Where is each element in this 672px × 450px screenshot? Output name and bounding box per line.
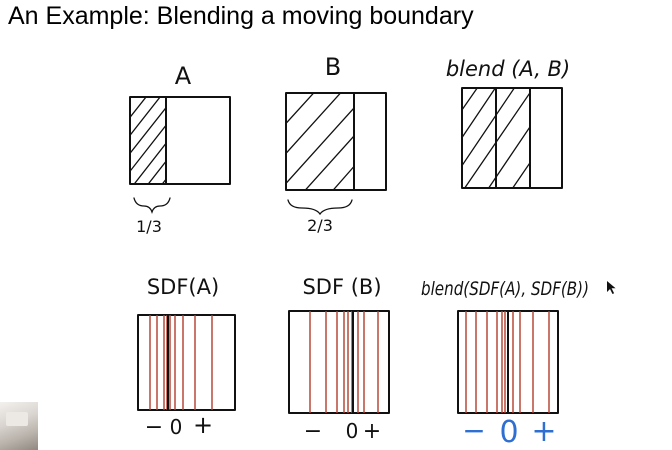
sdf-a-isolines <box>149 315 213 410</box>
sdf-blend-label: blend(SDF(A), SDF(B)) <box>421 278 589 300</box>
mouse-pointer-icon <box>607 281 616 294</box>
panel-a-label: A <box>175 62 192 90</box>
sdf-a-zero-sign: 0 <box>170 415 183 439</box>
panel-a-fraction: 1/3 <box>136 217 162 236</box>
sdf-a-minus-sign: − <box>145 415 163 440</box>
sdf-b-panel: − 0 + <box>288 310 390 444</box>
sdf-blend-zero-sign: 0 <box>499 415 518 450</box>
panel-b-label: B <box>325 53 341 81</box>
panel-b-hatching <box>286 93 355 190</box>
sdf-blend-minus-sign: − <box>462 414 485 447</box>
panel-blend-box <box>461 87 563 189</box>
panel-a-hatching <box>130 97 167 184</box>
sdf-blend-isolines <box>465 311 550 413</box>
sdf-b-label: SDF (B) <box>302 275 381 299</box>
panel-b-box <box>285 92 387 191</box>
sdf-b-zero-sign: 0 <box>346 419 359 443</box>
sdf-b-isolines <box>309 311 379 413</box>
sdf-a-label: SDF(A) <box>147 275 219 299</box>
sdf-blend-plus-sign: + <box>531 414 556 449</box>
panel-a-brace <box>133 197 171 215</box>
panel-blend <box>461 87 563 189</box>
panel-b-fraction: 2/3 <box>307 216 333 235</box>
presenter-webcam <box>0 402 38 450</box>
panel-a: 1/3 <box>129 96 231 236</box>
panel-a-box <box>129 96 231 185</box>
sdf-b-box <box>288 310 390 414</box>
sdf-b-plus-sign: + <box>363 419 381 444</box>
sdf-b-minus-sign: − <box>304 419 322 444</box>
panel-b-brace <box>287 199 353 216</box>
panel-b: 2/3 <box>285 92 387 235</box>
sdf-a-box <box>137 314 236 411</box>
sdf-a-plus-sign: + <box>193 411 213 439</box>
slide-title: An Example: Blending a moving boundary <box>8 2 474 30</box>
panel-blend-label: blend (A, B) <box>446 57 570 81</box>
sdf-a-panel: − 0 + <box>137 314 236 440</box>
sdf-blend-panel: − 0 + <box>457 310 559 450</box>
panel-blend-hatching <box>462 88 530 188</box>
